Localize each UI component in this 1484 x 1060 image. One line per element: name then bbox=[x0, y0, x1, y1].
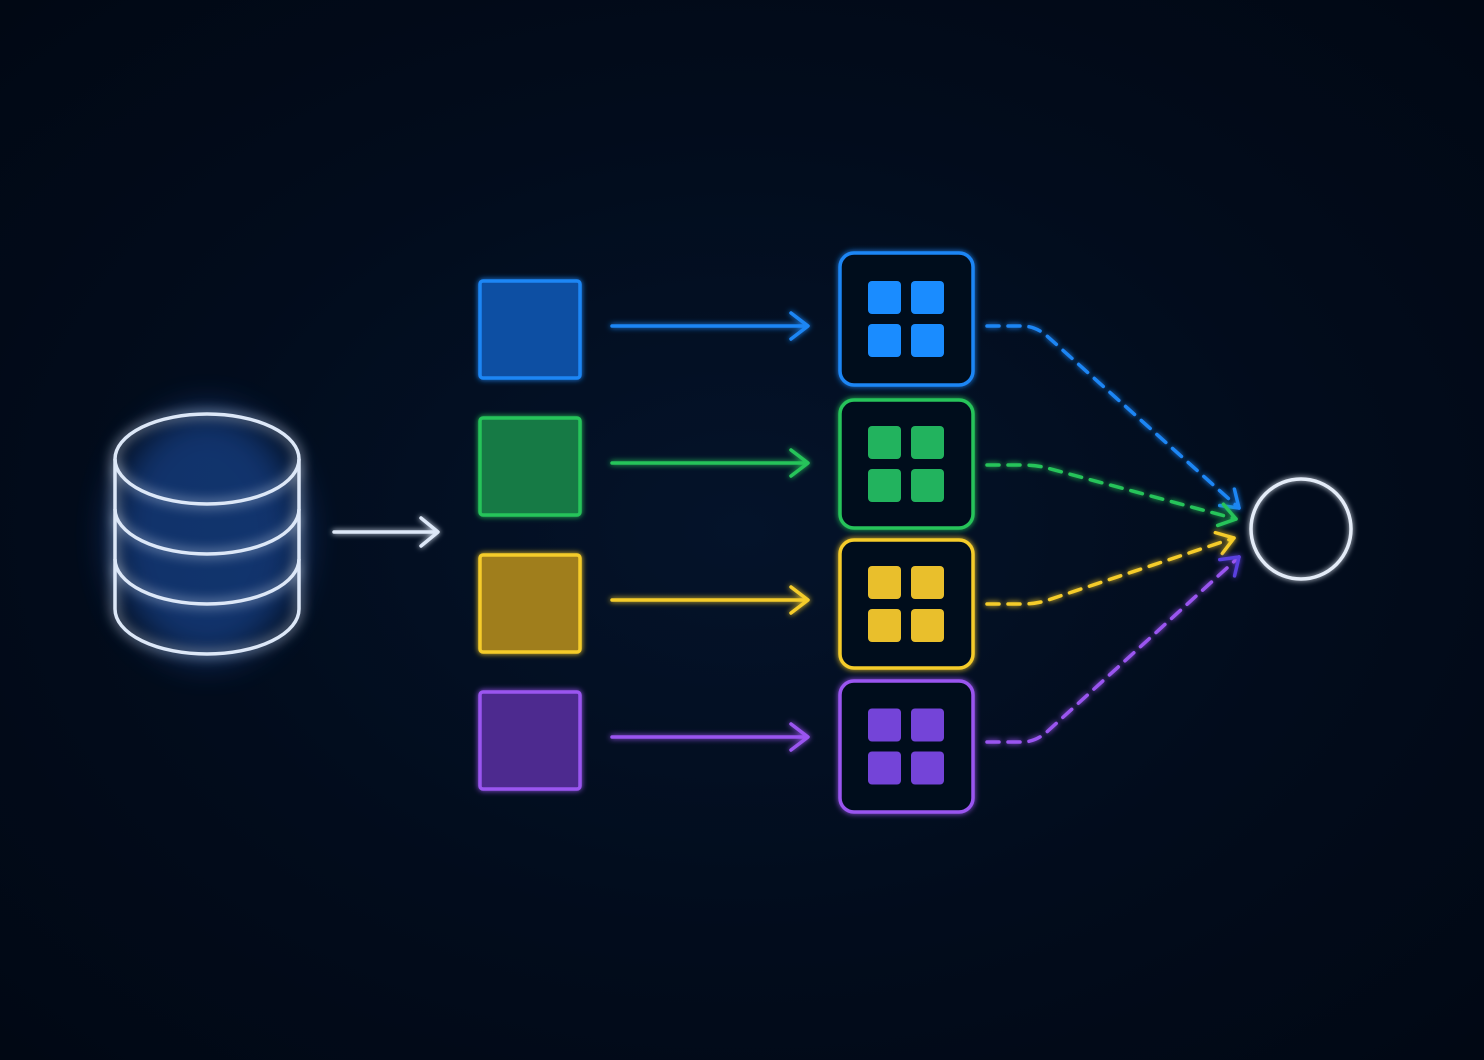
branch-row bbox=[478, 530, 1236, 670]
merge-arrow-dashed-line bbox=[985, 324, 1241, 510]
branch-row bbox=[478, 251, 1241, 510]
partition-arrow-head bbox=[789, 448, 810, 478]
branch-row bbox=[478, 398, 1238, 530]
merge-arrow-head bbox=[1215, 502, 1238, 528]
partition-arrow-head bbox=[789, 722, 810, 752]
grid-tile bbox=[868, 566, 901, 599]
grid-tile bbox=[911, 566, 944, 599]
circle-node-icon bbox=[1249, 477, 1353, 581]
grid-tile bbox=[868, 324, 901, 357]
grid-tile bbox=[868, 609, 901, 642]
grid-module-icon bbox=[838, 398, 975, 530]
merge-arrow bbox=[985, 555, 1241, 744]
grid-tile bbox=[911, 324, 944, 357]
merge-arrow-dashed-line bbox=[985, 555, 1241, 744]
database-body bbox=[113, 459, 301, 656]
grid-tile bbox=[868, 281, 901, 314]
grid-tile bbox=[868, 426, 901, 459]
partition-block bbox=[478, 416, 582, 517]
grid-tile bbox=[911, 426, 944, 459]
grid-tiles bbox=[868, 566, 944, 642]
partition-arrow bbox=[610, 311, 810, 341]
partition-arrow bbox=[610, 585, 810, 615]
branch-row bbox=[478, 555, 1241, 814]
grid-tile bbox=[868, 708, 901, 742]
grid-tile bbox=[911, 281, 944, 314]
grid-tiles bbox=[868, 281, 944, 357]
source-arrow-head bbox=[419, 516, 440, 548]
database-halo bbox=[112, 410, 302, 660]
grid-tile bbox=[911, 609, 944, 642]
grid-tile bbox=[911, 708, 944, 742]
database-band-2 bbox=[113, 558, 301, 606]
branch-rows bbox=[478, 251, 1241, 814]
source-arrow bbox=[332, 516, 440, 548]
grid-module-icon bbox=[838, 538, 975, 670]
partition-block bbox=[478, 553, 582, 654]
database-band-1 bbox=[113, 508, 301, 556]
grid-tiles bbox=[868, 426, 944, 502]
grid-module-icon bbox=[838, 251, 975, 387]
grid-tile bbox=[911, 751, 944, 785]
merge-arrow-dashed-line bbox=[985, 536, 1236, 606]
partition-block bbox=[478, 279, 582, 380]
merge-arrow bbox=[985, 324, 1241, 510]
partition-arrow bbox=[610, 722, 810, 752]
grid-tiles bbox=[868, 708, 944, 785]
grid-tile bbox=[911, 469, 944, 502]
merge-arrow-head bbox=[1213, 530, 1236, 556]
merge-arrow bbox=[985, 530, 1236, 606]
grid-module-icon bbox=[838, 679, 975, 814]
database-icon bbox=[112, 410, 302, 660]
merge-arrow-head bbox=[1218, 555, 1241, 578]
merge-arrow bbox=[985, 463, 1238, 528]
merge-arrow-dashed-line bbox=[985, 463, 1238, 521]
partition-arrow-head bbox=[789, 585, 810, 615]
partition-arrow-head bbox=[789, 311, 810, 341]
grid-tile bbox=[868, 751, 901, 785]
partition-block bbox=[478, 690, 582, 791]
partition-arrow bbox=[610, 448, 810, 478]
grid-tile bbox=[868, 469, 901, 502]
